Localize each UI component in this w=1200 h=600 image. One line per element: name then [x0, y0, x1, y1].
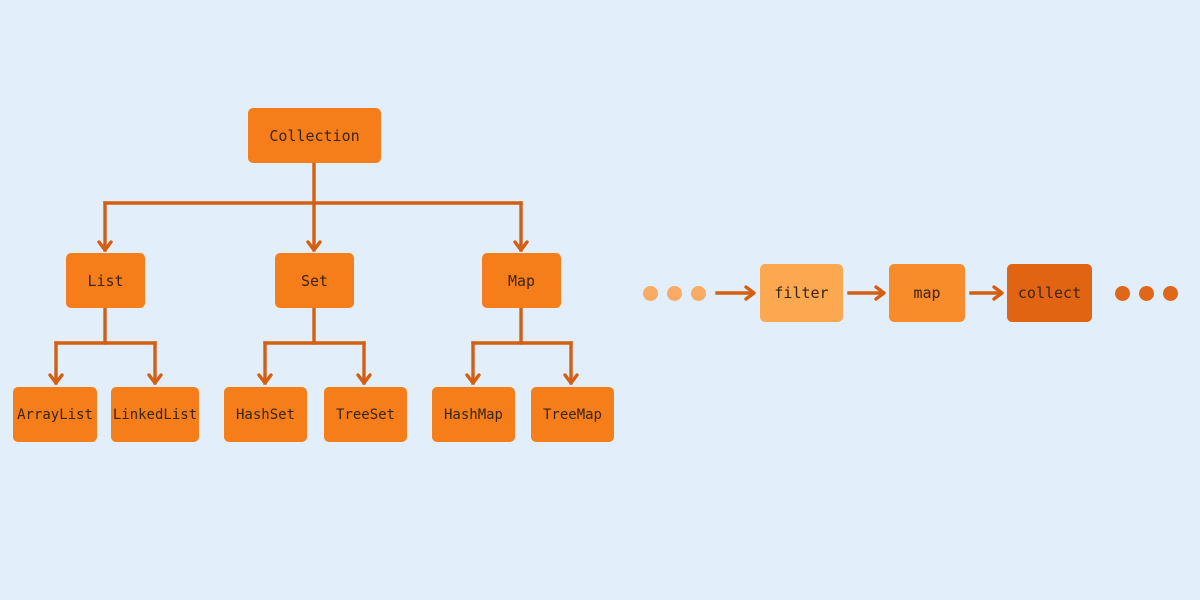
ellipsis-dot-left-2: [667, 286, 682, 301]
arrowhead-set-right: [356, 373, 372, 385]
arrowhead-map: [513, 240, 529, 252]
pipe-arrowhead-dots-to-filter: [744, 285, 756, 301]
pipe-arrowhead-filter-to-map: [874, 285, 886, 301]
node-hashset: HashSet: [224, 387, 307, 442]
ellipsis-dot-left-1: [643, 286, 658, 301]
node-arraylist: ArrayList: [13, 387, 97, 442]
ellipsis-dot-right-1: [1115, 286, 1130, 301]
node-map: Map: [482, 253, 561, 308]
arrowhead-list: [97, 240, 113, 252]
node-linkedlist: LinkedList: [111, 387, 199, 442]
node-list: List: [66, 253, 145, 308]
node-treemap: TreeMap: [531, 387, 614, 442]
pipe-arrowhead-map-to-collect: [992, 285, 1004, 301]
node-hashmap: HashMap: [432, 387, 515, 442]
ellipsis-dot-right-2: [1139, 286, 1154, 301]
ellipsis-dot-right-3: [1163, 286, 1178, 301]
arrowhead-map-left: [465, 373, 481, 385]
stage-map: map: [889, 264, 965, 322]
arrowhead-set: [306, 240, 322, 252]
ellipsis-dot-left-3: [691, 286, 706, 301]
stage-filter: filter: [760, 264, 843, 322]
arrowhead-list-left: [48, 373, 64, 385]
arrowhead-list-right: [147, 373, 163, 385]
arrowhead-set-left: [257, 373, 273, 385]
node-treeset: TreeSet: [324, 387, 407, 442]
arrowhead-map-right: [563, 373, 579, 385]
node-set: Set: [275, 253, 354, 308]
stage-collect: collect: [1007, 264, 1092, 322]
node-collection: Collection: [248, 108, 381, 163]
connector-lines: [48, 161, 1004, 385]
